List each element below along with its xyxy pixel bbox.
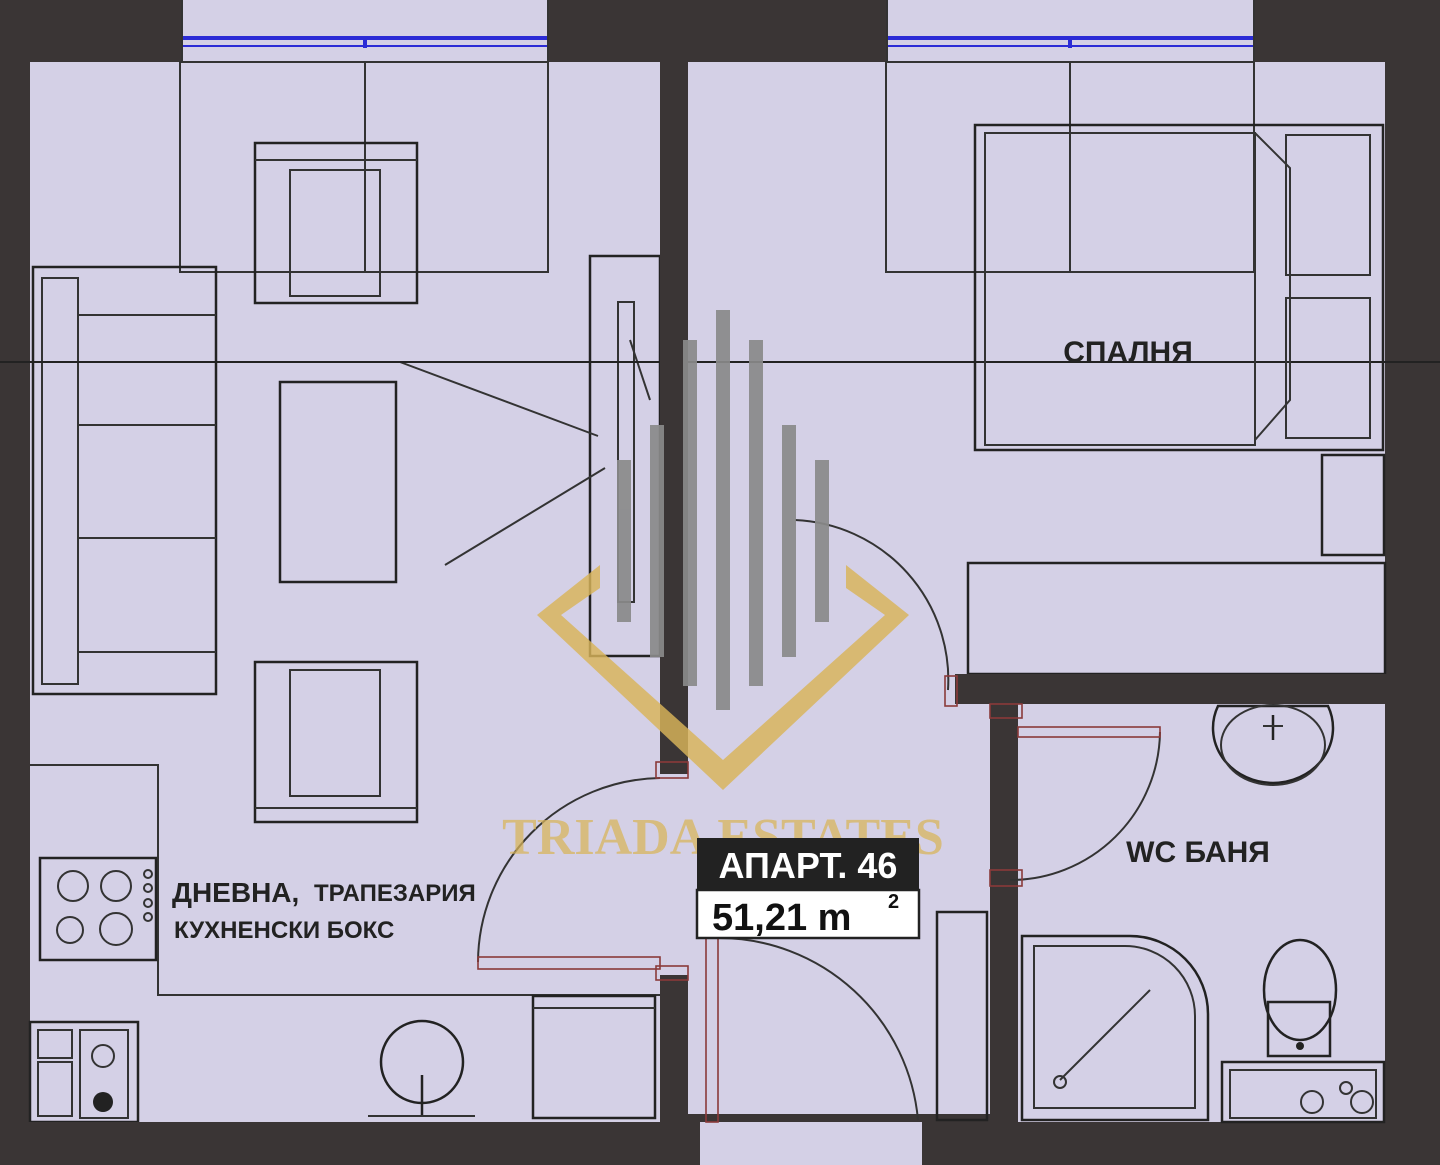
window-right [886, 0, 1255, 62]
apartment-area: 51,21 m [712, 897, 851, 939]
hall-right-wall [922, 1122, 990, 1165]
armchair-bottom [253, 660, 419, 824]
logo-bar-7 [815, 460, 829, 622]
logo-bar-2 [650, 425, 664, 657]
coffee-table [278, 380, 398, 584]
logo-bar-5 [749, 340, 763, 686]
logo-bar-4 [716, 310, 730, 710]
kitchen [28, 764, 660, 1124]
hall-cabinet [935, 910, 989, 1122]
kitchenette-label: КУХНЕНСКИ БОКС [174, 917, 394, 944]
apartment-title: АПАРТ. 46 [719, 845, 898, 886]
logo-chevron [537, 565, 909, 790]
logo-bar-6 [782, 425, 796, 657]
washing-machine [1220, 1060, 1386, 1124]
washbasin [1211, 704, 1335, 786]
kitchen-sink [368, 1019, 475, 1117]
bathroom-door [989, 703, 1161, 887]
doors [477, 519, 1161, 1123]
nightstand [1320, 453, 1386, 557]
shower [1020, 934, 1210, 1122]
bedroom-door [794, 519, 958, 707]
bathroom-label: WC БАНЯ [1126, 836, 1270, 869]
bath-top-wall [955, 674, 1440, 704]
tv-unit [399, 254, 662, 658]
bed [973, 123, 1385, 452]
logo-bar-3 [683, 340, 697, 686]
living-room-label: ДНЕВНА, [172, 877, 299, 908]
window-left [181, 0, 549, 62]
apartment-area-box [695, 888, 921, 940]
walls [0, 62, 1440, 1165]
entrance-opening [700, 1122, 922, 1165]
bottom-wall-left [0, 1122, 688, 1165]
bathroom-floor [1018, 704, 1385, 1122]
armchair-top [253, 141, 419, 305]
bath-left-wall [990, 880, 1018, 1165]
bedroom-label: СПАЛНЯ [1063, 336, 1193, 369]
kitchen-cabinet [531, 994, 657, 1120]
toilet [1262, 938, 1338, 1058]
dining-label: ТРАПЕЗАРИЯ [314, 880, 476, 907]
windows [181, 0, 1255, 62]
living-room-furniture [0, 61, 1440, 824]
bathroom-fixtures [1020, 704, 1386, 1124]
bedroom-furniture [885, 61, 1387, 676]
logo-bar-1 [617, 460, 631, 622]
apartment-area-exponent: 2 [888, 891, 899, 913]
cooktop [38, 856, 158, 962]
bedroom-floor [688, 62, 1385, 674]
apartment-title-box [697, 838, 919, 890]
living-room-floor [30, 62, 660, 1122]
sofa [31, 265, 218, 696]
apartment-tag: АПАРТ. 46 51,21 m 2 [695, 838, 921, 940]
living-door [477, 761, 689, 970]
floor-areas [30, 62, 1385, 1122]
triada-estates-logo: TRIADA ESTATES [502, 310, 944, 866]
